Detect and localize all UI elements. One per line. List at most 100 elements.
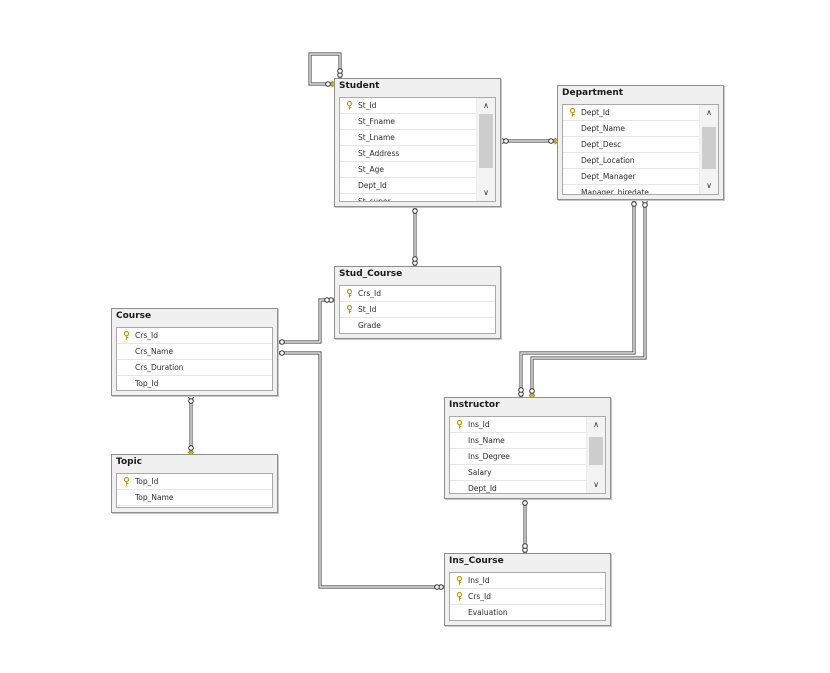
scrollbar[interactable]: ∧∨ [586, 417, 605, 493]
key-icon [454, 573, 464, 588]
column-row[interactable]: Dept_Id [340, 178, 477, 194]
column-name: Crs_Name [135, 347, 174, 356]
column-name: Top_Id [135, 477, 159, 486]
column-name: St_Id [358, 305, 377, 314]
column-name: Dept_Manager [581, 172, 636, 181]
column-name: St_Address [358, 149, 400, 158]
column-row[interactable]: St_super [340, 194, 477, 202]
column-row[interactable]: Crs_Id [450, 589, 605, 605]
column-name: Dept_Name [581, 124, 625, 133]
scrollbar[interactable]: ∧∨ [699, 105, 718, 194]
column-name: St_Id [358, 101, 377, 110]
column-row[interactable]: Dept_Location [563, 153, 700, 169]
many-end-icon [324, 297, 334, 303]
column-name: Top_Name [135, 493, 174, 502]
column-row[interactable]: Crs_Duration [117, 360, 272, 376]
chevron-up-icon[interactable]: ∧ [483, 101, 489, 110]
column-name: Evaluation [468, 608, 508, 617]
key-icon [121, 328, 131, 343]
column-row[interactable]: Salary [450, 465, 587, 481]
column-name: St_super [358, 197, 391, 202]
table-title: Course [116, 311, 152, 321]
column-row[interactable]: Ins_Id [450, 573, 605, 589]
column-row[interactable]: Top_Id [117, 376, 272, 390]
key-icon [344, 302, 354, 317]
column-name: Dept_Desc [581, 140, 622, 149]
chevron-up-icon[interactable]: ∧ [706, 108, 712, 117]
column-name: St_Age [358, 165, 384, 174]
table-title: Topic [116, 457, 142, 467]
column-row[interactable]: Dept_Name [563, 121, 700, 137]
column-row[interactable]: St_Id [340, 302, 495, 318]
scrollbar[interactable]: ∧∨ [476, 98, 495, 201]
relationship-instructor-department[interactable] [530, 198, 647, 397]
chevron-down-icon[interactable]: ∨ [593, 480, 599, 489]
column-row[interactable]: Grade [340, 318, 495, 333]
column-name: Salary [468, 468, 492, 477]
column-name: Crs_Id [358, 289, 381, 298]
column-row[interactable]: Crs_Name [117, 344, 272, 360]
key-icon [454, 417, 464, 432]
column-name: Grade [358, 321, 381, 330]
many-end-icon [518, 387, 524, 397]
column-row[interactable]: St_Lname [340, 130, 477, 146]
scroll-thumb[interactable] [479, 114, 493, 168]
column-row[interactable]: Dept_Id [450, 481, 587, 493]
column-row[interactable]: St_Fname [340, 114, 477, 130]
column-name: St_Lname [358, 133, 395, 142]
column-row[interactable]: Dept_Desc [563, 137, 700, 153]
column-row[interactable]: St_Age [340, 162, 477, 178]
column-row[interactable]: Dept_Id [563, 105, 700, 121]
column-name: Ins_Degree [468, 452, 510, 461]
relationship-student-self[interactable] [308, 52, 342, 86]
column-name: Crs_Id [135, 331, 158, 340]
column-row[interactable]: Dept_Manager [563, 169, 700, 185]
column-name: Ins_Name [468, 436, 505, 445]
scroll-thumb[interactable] [589, 437, 603, 465]
many-end-icon [337, 68, 343, 78]
table-title: Student [339, 81, 380, 91]
column-row[interactable]: Manager_hiredate [563, 185, 700, 195]
column-name: Crs_Duration [135, 363, 184, 372]
column-row[interactable]: Ins_Name [450, 433, 587, 449]
column-name: Dept_Id [358, 181, 387, 190]
chevron-up-icon[interactable]: ∧ [593, 420, 599, 429]
table-title: Ins_Course [449, 556, 504, 566]
key-icon [454, 589, 464, 604]
chevron-down-icon[interactable]: ∨ [706, 181, 712, 190]
column-name: Dept_Id [468, 484, 497, 493]
chevron-down-icon[interactable]: ∨ [483, 188, 489, 197]
column-row[interactable]: Top_Id [117, 474, 272, 490]
column-row[interactable]: Ins_Degree [450, 449, 587, 465]
column-name: Ins_Id [468, 420, 490, 429]
column-name: Dept_Id [581, 108, 610, 117]
many-end-icon [434, 584, 444, 590]
relationship-department-instructor[interactable] [519, 198, 636, 397]
column-row[interactable]: Crs_Id [117, 328, 272, 344]
column-name: Manager_hiredate [581, 188, 649, 195]
table-title: Stud_Course [339, 269, 403, 279]
column-row[interactable]: Crs_Id [340, 286, 495, 302]
column-row[interactable]: St_Id [340, 98, 477, 114]
scroll-thumb[interactable] [702, 127, 716, 169]
column-row[interactable]: Ins_Id [450, 417, 587, 433]
column-row[interactable]: St_Address [340, 146, 477, 162]
column-row[interactable]: Evaluation [450, 605, 605, 620]
column-row[interactable]: Top_Name [117, 490, 272, 506]
relationship-course-ins_course[interactable] [276, 351, 444, 589]
